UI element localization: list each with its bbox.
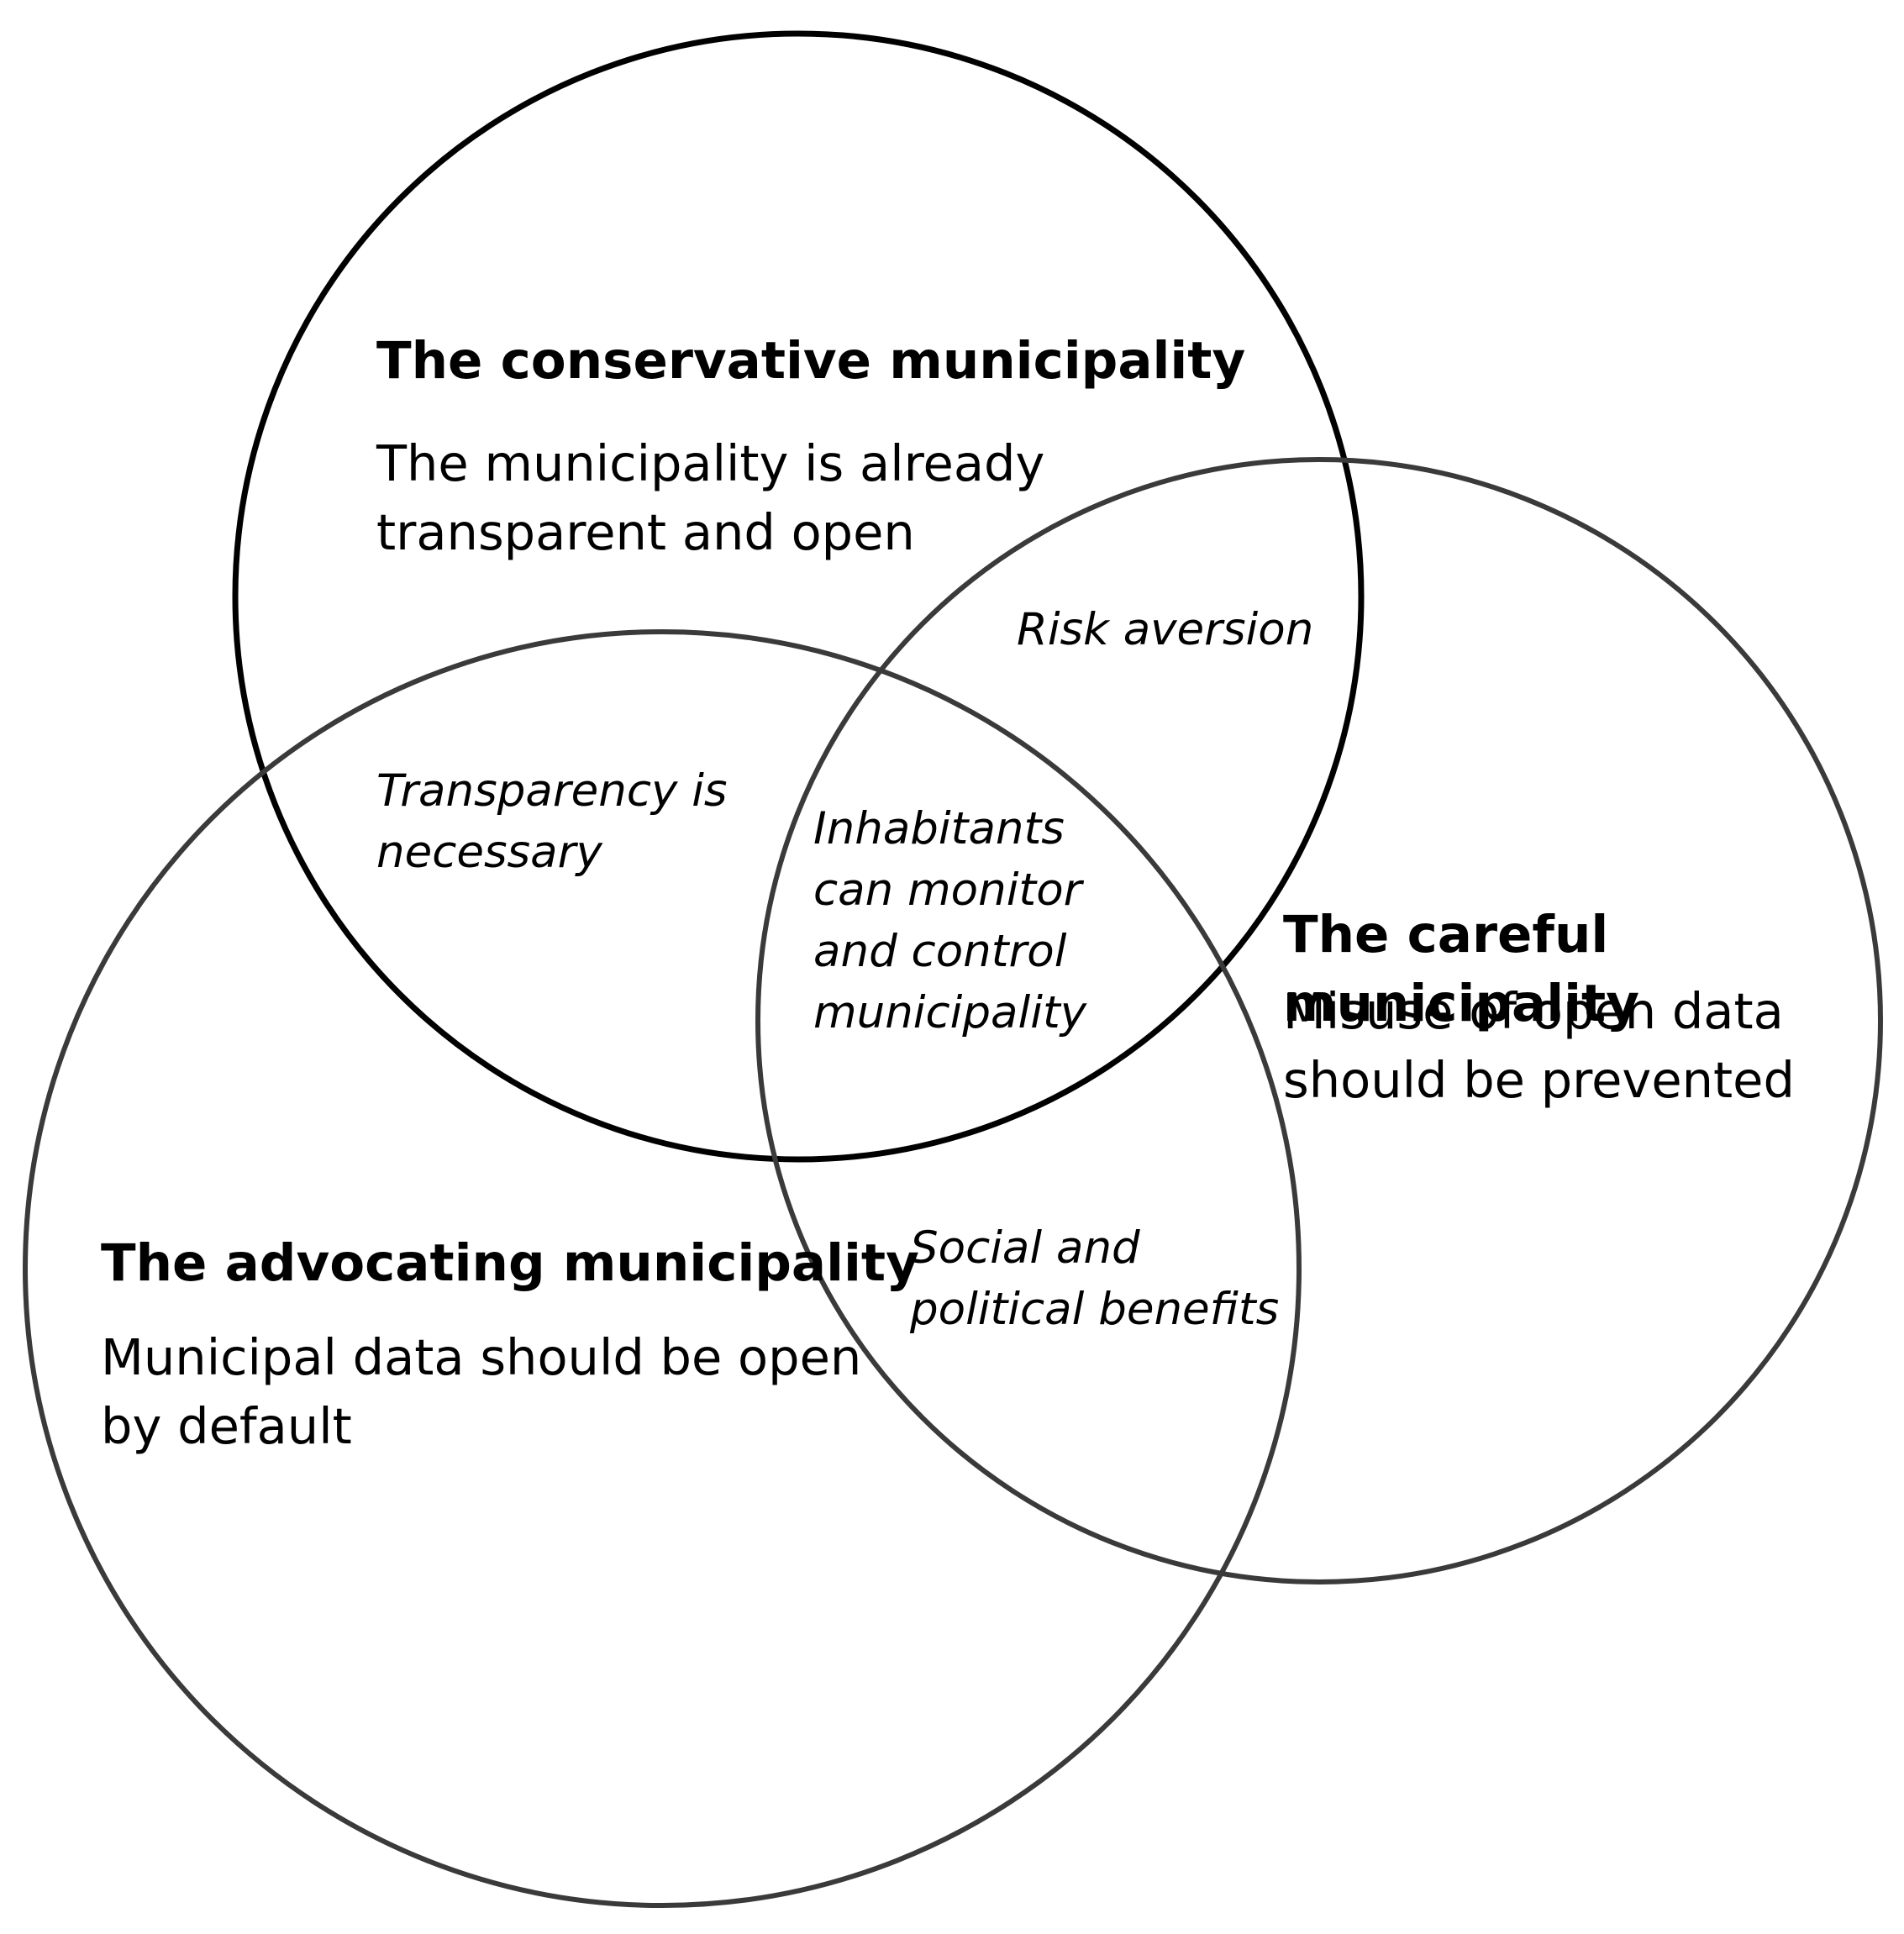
conservative-heading: The conservative municipality (376, 331, 1246, 391)
overlap-inhabitants-monitor: Inhabitants can monitor and control muni… (813, 803, 1087, 1038)
overlap-risk-aversion: Risk aversion (1017, 604, 1314, 655)
overlap-social-political-benefits: Social and political benefits (910, 1222, 1280, 1335)
advocating-circle (23, 629, 1302, 1908)
conservative-description: The municipality is already transparent … (376, 434, 1045, 561)
careful-circle (755, 457, 1883, 1585)
conservative-circle (232, 30, 1365, 1163)
advocating-description: Municipal data should be open by default (101, 1328, 862, 1455)
careful-description: Misuse of open data should be prevented (1283, 982, 1795, 1109)
careful-heading: The careful municipality (1283, 905, 1639, 1033)
advocating-heading: The advocating municipality (101, 1233, 919, 1293)
overlap-transparency-necessary: Transparency is necessary (376, 765, 728, 878)
